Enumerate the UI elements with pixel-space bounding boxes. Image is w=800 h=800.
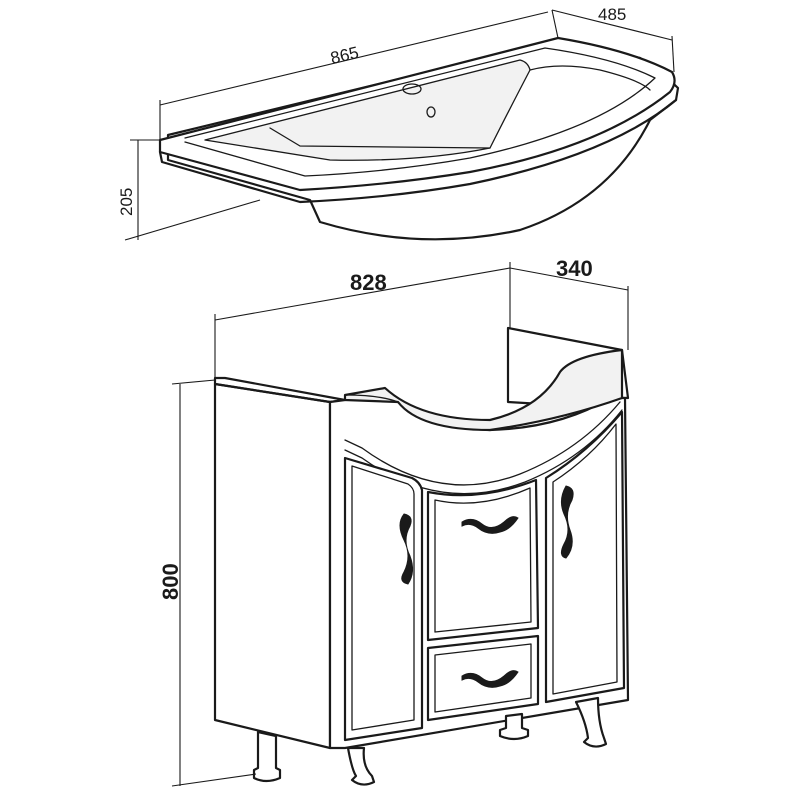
basin-depth-dimension: 485 [551, 5, 675, 73]
cabinet-legs [252, 696, 608, 786]
leg-front-left [252, 730, 282, 783]
basin-drawing: 865 485 205 [117, 5, 680, 241]
basin-height-label: 205 [117, 188, 136, 216]
basin-front-edge [158, 98, 678, 204]
basin-back-curve [529, 65, 651, 91]
cabinet-width-dimension: 828 [214, 262, 511, 378]
cabinet-top-cutout [343, 348, 624, 432]
basin-cavity-ridge [269, 127, 491, 149]
leg-front-right [574, 696, 608, 748]
center-door-handle[interactable] [461, 516, 519, 534]
faucet-hole [402, 83, 422, 95]
left-door[interactable] [343, 456, 424, 742]
left-door-inner-frame [351, 465, 415, 731]
center-door-inner-frame [434, 487, 532, 633]
right-door-handle[interactable] [560, 485, 574, 559]
basin-height-dimension: 205 [117, 139, 261, 241]
basin-cavity [204, 59, 531, 161]
basin-rim-inner [184, 47, 656, 177]
right-door-inner-frame [552, 423, 618, 695]
basin-depth-label: 485 [598, 5, 626, 24]
cabinet-height-dimension: 800 [158, 379, 257, 787]
cabinet-depth-dimension: 340 [509, 256, 629, 350]
center-drawer-handle[interactable] [461, 670, 519, 688]
basin-width-label: 865 [329, 43, 361, 68]
cabinet-left-side [213, 382, 332, 750]
cabinet-height-label: 800 [158, 563, 183, 600]
cabinet-depth-label: 340 [556, 256, 593, 281]
cabinet-drawing: 828 340 800 [158, 256, 630, 787]
cabinet-width-label: 828 [350, 270, 387, 295]
center-door[interactable] [426, 478, 540, 642]
overflow-hole [426, 106, 436, 118]
center-drawer[interactable] [426, 634, 540, 722]
center-drawer-inner-frame [434, 643, 532, 713]
leg-front-center [346, 746, 376, 786]
left-door-handle[interactable] [399, 513, 414, 585]
right-door[interactable] [544, 410, 626, 704]
cabinet-arch-panel [344, 401, 621, 486]
leg-back-center [498, 712, 530, 741]
cabinet-top-edge [344, 394, 399, 403]
